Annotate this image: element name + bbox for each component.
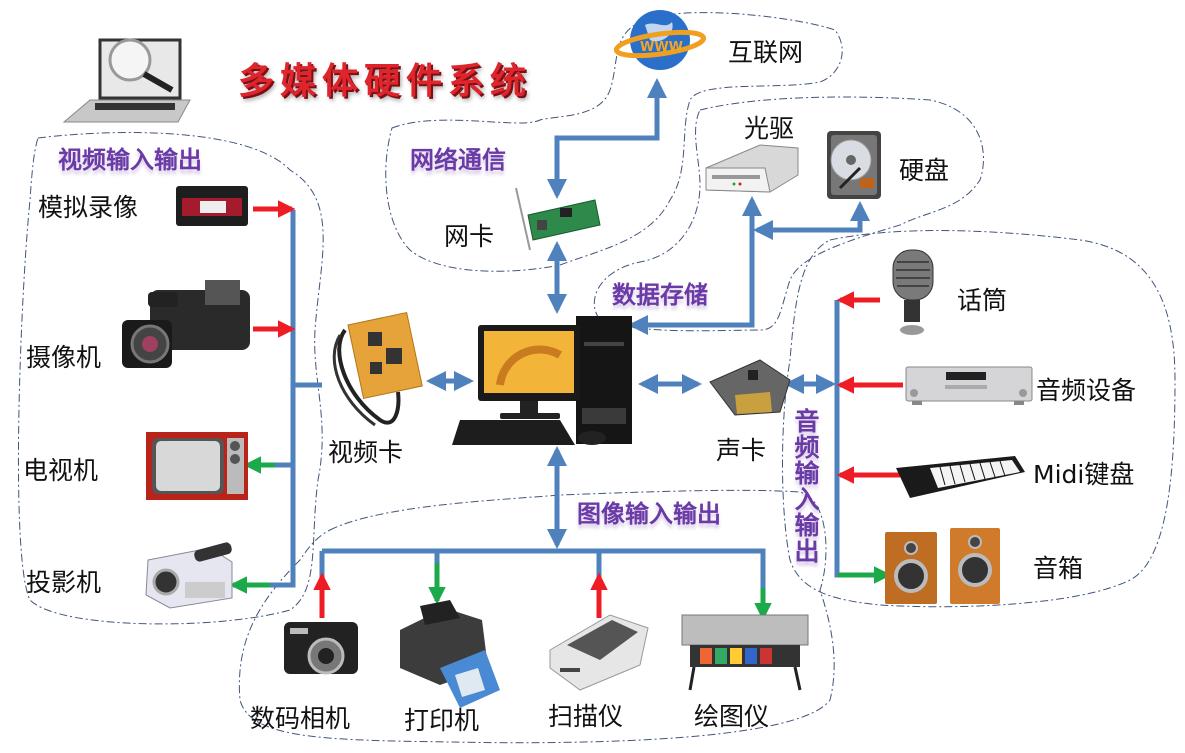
network-device-label: 互联网 bbox=[728, 38, 804, 67]
computer-storage-link bbox=[628, 196, 762, 335]
speakers-icon bbox=[885, 528, 1000, 604]
optical-drive-icon bbox=[705, 144, 799, 193]
audio-player-icon bbox=[905, 366, 1033, 405]
storage-device-label: 光驱 bbox=[744, 114, 795, 143]
image-group-boundary bbox=[238, 489, 835, 744]
storage-device-label: 硬盘 bbox=[899, 156, 950, 185]
video-bus-line bbox=[262, 210, 296, 588]
network-card-label: 网卡 bbox=[444, 222, 495, 251]
video-card-label: 视频卡 bbox=[328, 438, 404, 467]
desktop-computer-icon bbox=[452, 316, 632, 445]
microphone-icon bbox=[892, 249, 934, 335]
video-group-boundary bbox=[17, 132, 324, 625]
audio-group-boundary bbox=[782, 230, 1176, 608]
midi-keyboard-icon bbox=[896, 456, 1025, 498]
group-label-storage: 数据存储 bbox=[612, 281, 708, 309]
video-device-label: 模拟录像 bbox=[38, 193, 139, 222]
image-device-label: 数码相机 bbox=[250, 704, 351, 733]
video-device-label: 摄像机 bbox=[26, 343, 102, 372]
audio-device-label: 音频设备 bbox=[1036, 376, 1137, 405]
globe-www-icon: WWW bbox=[613, 10, 707, 70]
projector-icon bbox=[145, 542, 233, 609]
vhs-tape-icon bbox=[176, 186, 248, 226]
svg-text:WWW: WWW bbox=[640, 40, 683, 55]
video-device-label: 电视机 bbox=[23, 456, 99, 485]
group-label-audio-io: 音频输入输出 bbox=[791, 408, 820, 564]
audio-device-label: 音箱 bbox=[1033, 554, 1084, 583]
group-label-network: 网络通信 bbox=[410, 146, 506, 174]
plotter-icon bbox=[681, 614, 809, 691]
image-device-label: 绘图仪 bbox=[694, 702, 770, 731]
storage-disk-link bbox=[753, 201, 870, 240]
image-device-label: 扫描仪 bbox=[548, 702, 624, 731]
sound-card-icon bbox=[709, 359, 791, 416]
image-bus-line bbox=[319, 548, 766, 590]
network-card-icon bbox=[515, 187, 601, 251]
group-label-image-io: 图像输入输出 bbox=[577, 500, 721, 528]
video-device-label: 投影机 bbox=[26, 568, 102, 597]
video-capture-card-icon bbox=[332, 311, 423, 427]
laptop-magnifier-icon bbox=[62, 38, 191, 123]
scanner-icon bbox=[549, 614, 649, 691]
audio-device-label: 话筒 bbox=[957, 286, 1008, 315]
diagram-title: 多媒体硬件系统 bbox=[238, 60, 533, 102]
printer-icon bbox=[400, 600, 500, 708]
digital-camera-icon bbox=[284, 622, 358, 675]
image-device-label: 打印机 bbox=[404, 706, 480, 735]
audio-bus-line bbox=[834, 300, 850, 578]
tv-icon bbox=[146, 432, 248, 500]
netcard-internet-link bbox=[547, 78, 667, 199]
sound-card-label: 声卡 bbox=[716, 436, 767, 465]
audio-device-label: Midi键盘 bbox=[1033, 460, 1135, 489]
hard-disk-icon bbox=[827, 131, 881, 199]
group-label-video-io: 视频输入输出 bbox=[58, 146, 202, 174]
camcorder-icon bbox=[122, 280, 250, 368]
